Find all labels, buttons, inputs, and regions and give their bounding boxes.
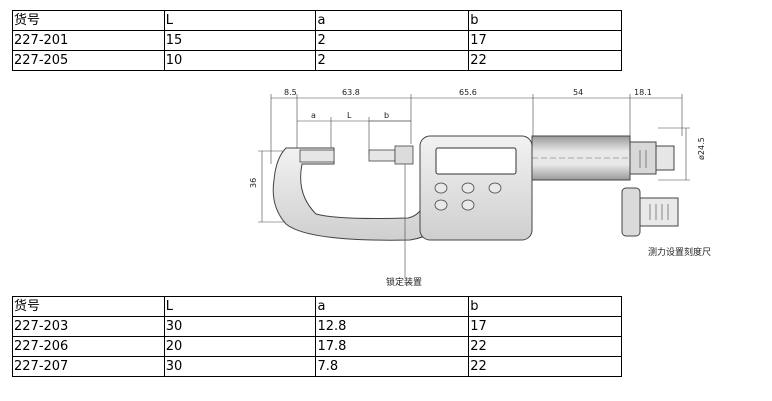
force-scale-knob (621, 187, 641, 237)
table-cell: 17.8 (315, 336, 470, 357)
table-cell: 22 (468, 356, 622, 377)
ratchet (629, 141, 657, 175)
table-cell: 227-205 (12, 50, 165, 71)
table-cell: 17 (468, 316, 622, 337)
header-cell-model: 货号 (12, 10, 165, 31)
table-row: 227-201 15 2 17 (12, 30, 622, 51)
control-buttons (434, 182, 502, 211)
dim-b-label: b (384, 111, 389, 120)
lock-device-caption: 锁定装置 (386, 276, 422, 288)
dim-8-5-label: 8.5 (284, 88, 297, 97)
table-cell: 2 (315, 50, 470, 71)
dim-18-1-label: 18.1 (634, 88, 652, 97)
table-cell: 30 (163, 356, 317, 377)
spindle-lock (394, 145, 414, 165)
table-cell: 10 (163, 50, 317, 71)
spec-table-top: 货号 L a b 227-201 15 2 17 227-205 10 2 22 (12, 10, 622, 71)
dim-65-6-label: 65.6 (459, 88, 477, 97)
header-cell-l: L (163, 10, 317, 31)
ratchet-cap (655, 145, 675, 171)
micrometer-diagram: 8.5 63.8 65.6 54 18.1 a L b 36 ø24.5 锁定装… (249, 88, 711, 288)
dim-l-label: L (347, 111, 352, 120)
dim-63-8-label: 63.8 (342, 88, 360, 97)
header-cell-model: 货号 (12, 296, 165, 317)
spec-table-bottom: 货号 L a b 227-203 30 12.8 17 227-206 20 1… (12, 296, 622, 377)
header-cell-a: a (315, 10, 470, 31)
table-cell: 2 (315, 30, 470, 51)
table-cell: 17 (468, 30, 622, 51)
table-header-row: 货号 L a b (12, 10, 622, 31)
table-cell: 227-207 (12, 356, 165, 377)
table-row: 227-205 10 2 22 (12, 50, 622, 71)
table-header-row: 货号 L a b (12, 296, 622, 317)
force-scale-caption: 测力设置刻度尺 (648, 246, 711, 258)
header-cell-b: b (468, 10, 622, 31)
table-cell: 15 (163, 30, 317, 51)
table-cell: 12.8 (315, 316, 470, 337)
header-cell-l: L (163, 296, 317, 317)
table-cell: 227-203 (12, 316, 165, 337)
table-cell: 7.8 (315, 356, 470, 377)
dim-36-label: 36 (249, 178, 258, 188)
dim-54-label: 54 (573, 88, 583, 97)
table-row: 227-206 20 17.8 22 (12, 336, 622, 357)
spindle (368, 149, 396, 162)
header-cell-a: a (315, 296, 470, 317)
force-scale-barrel (639, 197, 679, 227)
table-cell: 227-206 (12, 336, 165, 357)
dim-a-label: a (311, 111, 316, 120)
table-cell: 227-201 (12, 30, 165, 51)
table-cell: 30 (163, 316, 317, 337)
dimension-labels: 8.5 63.8 65.6 54 18.1 a L b 36 ø24.5 (249, 88, 706, 188)
table-cell: 22 (468, 50, 622, 71)
header-cell-b: b (468, 296, 622, 317)
table-row: 227-207 30 7.8 22 (12, 356, 622, 377)
table-row: 227-203 30 12.8 17 (12, 316, 622, 337)
lcd-display (435, 147, 517, 175)
table-cell: 20 (163, 336, 317, 357)
dim-diameter-label: ø24.5 (697, 137, 706, 160)
table-cell: 22 (468, 336, 622, 357)
anvil (299, 149, 335, 163)
dimension-lines (258, 94, 690, 223)
